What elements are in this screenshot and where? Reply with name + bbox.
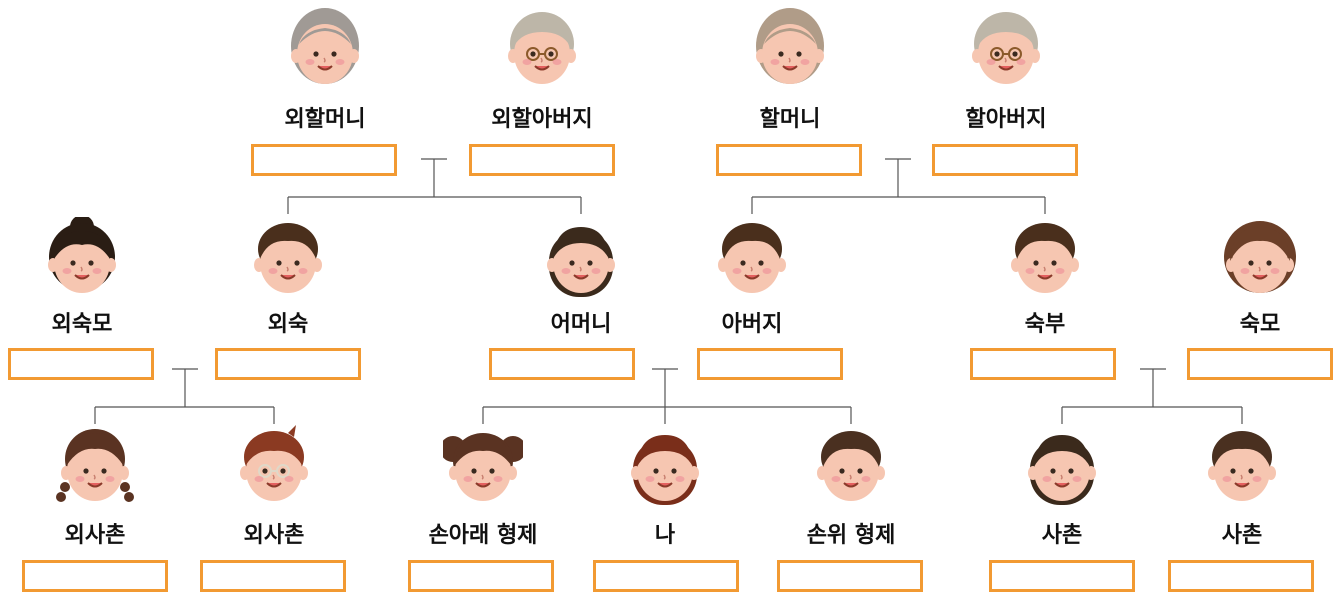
label-maternal-cousin-boy: 외사촌 (243, 523, 305, 548)
label-older-sibling: 손위 형제 (806, 523, 896, 548)
label-paternal-grandfather: 할아버지 (965, 107, 1047, 132)
answer-box-father[interactable] (697, 348, 843, 380)
answer-box-mother[interactable] (489, 348, 635, 380)
answer-box-paternal-grandmother[interactable] (716, 144, 862, 176)
label-maternal-aunt: 외숙모 (51, 312, 113, 337)
woman-bun-icon (42, 215, 122, 297)
label-paternal-cousin-boy: 사촌 (1221, 523, 1263, 548)
girl-braids-icon (55, 425, 135, 505)
label-maternal-uncle: 외숙 (267, 312, 309, 337)
answer-box-paternal-cousin-girl[interactable] (989, 560, 1135, 592)
answer-box-paternal-uncle[interactable] (970, 348, 1116, 380)
answer-box-paternal-aunt[interactable] (1187, 348, 1333, 380)
answer-box-maternal-cousin-boy[interactable] (200, 560, 346, 592)
grandmother-gray-bun-icon (285, 8, 365, 88)
label-maternal-cousin-girl: 외사촌 (64, 523, 126, 548)
woman-bob-icon (1220, 217, 1300, 297)
boy-glasses-icon (234, 425, 314, 505)
label-maternal-grandfather: 외할아버지 (491, 107, 593, 132)
boy-short-hair-icon (811, 425, 891, 505)
grandmother-curly-icon (750, 8, 830, 88)
girl-bangs-icon (625, 425, 705, 505)
label-me: 나 (654, 523, 676, 548)
answer-box-maternal-aunt[interactable] (8, 348, 154, 380)
answer-box-maternal-cousin-girl[interactable] (22, 560, 168, 592)
answer-box-paternal-cousin-boy[interactable] (1168, 560, 1314, 592)
grandfather-glasses-icon (502, 8, 582, 88)
girl-long-hair-icon (1022, 425, 1102, 505)
answer-box-me[interactable] (593, 560, 739, 592)
label-paternal-aunt: 숙모 (1239, 312, 1281, 337)
man-short-hair-icon (248, 217, 328, 297)
label-younger-sibling: 손아래 형제 (428, 523, 538, 548)
man-short-hair-icon (712, 217, 792, 297)
answer-box-maternal-grandfather[interactable] (469, 144, 615, 176)
boy-short-hair-icon (1202, 425, 1282, 505)
answer-box-maternal-uncle[interactable] (215, 348, 361, 380)
grandfather-glasses-icon (966, 8, 1046, 88)
answer-box-older-sibling[interactable] (777, 560, 923, 592)
answer-box-maternal-grandmother[interactable] (251, 144, 397, 176)
label-father: 아버지 (721, 312, 783, 337)
woman-long-hair-icon (541, 217, 621, 297)
answer-box-younger-sibling[interactable] (408, 560, 554, 592)
label-maternal-grandmother: 외할머니 (284, 107, 366, 132)
girl-pigtail-buns-icon (440, 425, 526, 505)
label-paternal-grandmother: 할머니 (759, 107, 821, 132)
label-mother: 어머니 (550, 312, 612, 337)
label-paternal-cousin-girl: 사촌 (1041, 523, 1083, 548)
label-paternal-uncle: 숙부 (1024, 312, 1066, 337)
man-short-hair-icon (1005, 217, 1085, 297)
answer-box-paternal-grandfather[interactable] (932, 144, 1078, 176)
